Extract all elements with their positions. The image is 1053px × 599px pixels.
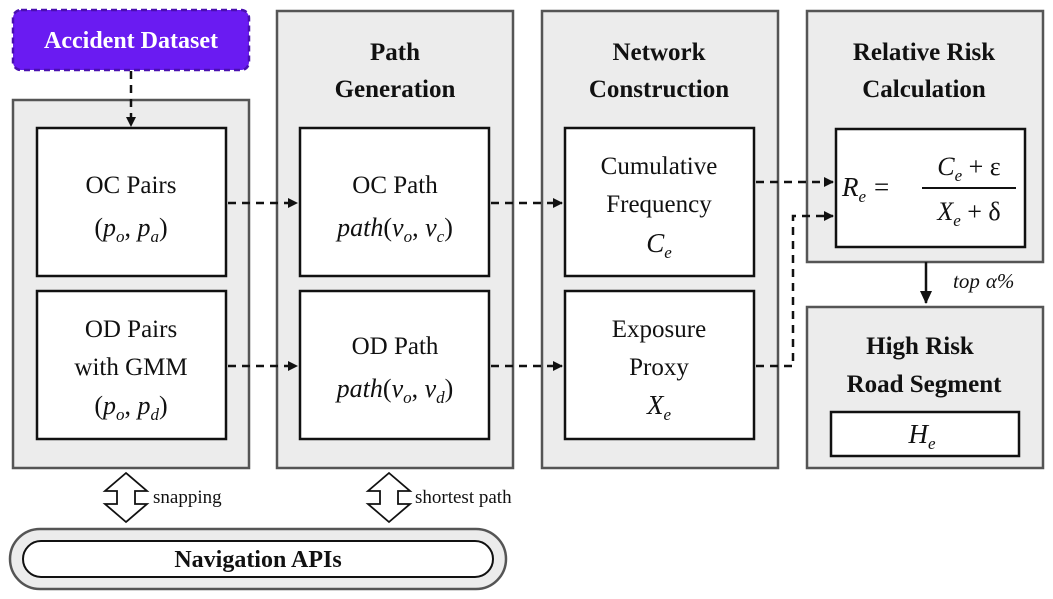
relative-risk-title-1: Relative Risk — [853, 39, 995, 66]
cumulative-label: Cumulative — [601, 153, 718, 180]
high-risk-symbol-box — [829, 410, 1021, 458]
od-pairs-box — [35, 289, 228, 441]
frequency-label: Frequency — [606, 191, 712, 218]
path-generation-title-1: Path — [370, 39, 420, 66]
high-risk-symbol: He — [907, 419, 936, 453]
exposure-label: Exposure — [612, 316, 706, 343]
path-generation-title-2: Generation — [335, 76, 456, 103]
network-construction-title-2: Construction — [589, 76, 729, 103]
proxy-label: Proxy — [629, 354, 689, 381]
od-path-label: OD Path — [352, 333, 439, 360]
high-risk-title-1: High Risk — [866, 333, 974, 360]
oc-pairs-label: OC Pairs — [86, 172, 177, 199]
oc-pairs-math: (po, pa) — [94, 213, 167, 246]
od-path-box — [298, 289, 491, 441]
navigation-apis-label: Navigation APIs — [174, 547, 341, 573]
formula-numerator: Ce + ε — [937, 152, 1001, 185]
snapping-label: snapping — [153, 487, 222, 508]
oc-path-box — [298, 126, 491, 278]
od-pairs-math: (po, pd) — [94, 391, 167, 424]
shortest-path-label: shortest path — [415, 487, 512, 508]
accident-dataset-box — [11, 8, 251, 72]
formula-denominator: Xe + δ — [936, 197, 1000, 230]
exposure-symbol: Xe — [646, 390, 672, 424]
snapping-double-arrow — [102, 471, 150, 524]
navigation-apis-inner — [22, 540, 494, 578]
oc-pairs-box — [35, 126, 228, 278]
oc-path-label: OC Path — [352, 172, 438, 199]
od-pairs-gmm-label: with GMM — [74, 354, 187, 381]
high-risk-title-2: Road Segment — [847, 371, 1003, 398]
cumulative-frequency-box — [563, 126, 756, 278]
od-pairs-label: OD Pairs — [85, 316, 177, 343]
shortest-path-double-arrow — [365, 471, 413, 524]
network-construction-title-1: Network — [612, 39, 705, 66]
oc-path-math: path(vo, vc) — [335, 213, 453, 246]
relative-risk-title-2: Calculation — [862, 76, 986, 103]
exposure-to-formula-arrow — [756, 211, 834, 368]
cumulative-symbol: Ce — [646, 228, 672, 262]
exposure-proxy-box — [563, 289, 756, 441]
accident-dataset-label: Accident Dataset — [44, 28, 218, 54]
formula-lhs: Re= — [841, 172, 889, 206]
od-path-math: path(vo, vd) — [335, 374, 454, 407]
